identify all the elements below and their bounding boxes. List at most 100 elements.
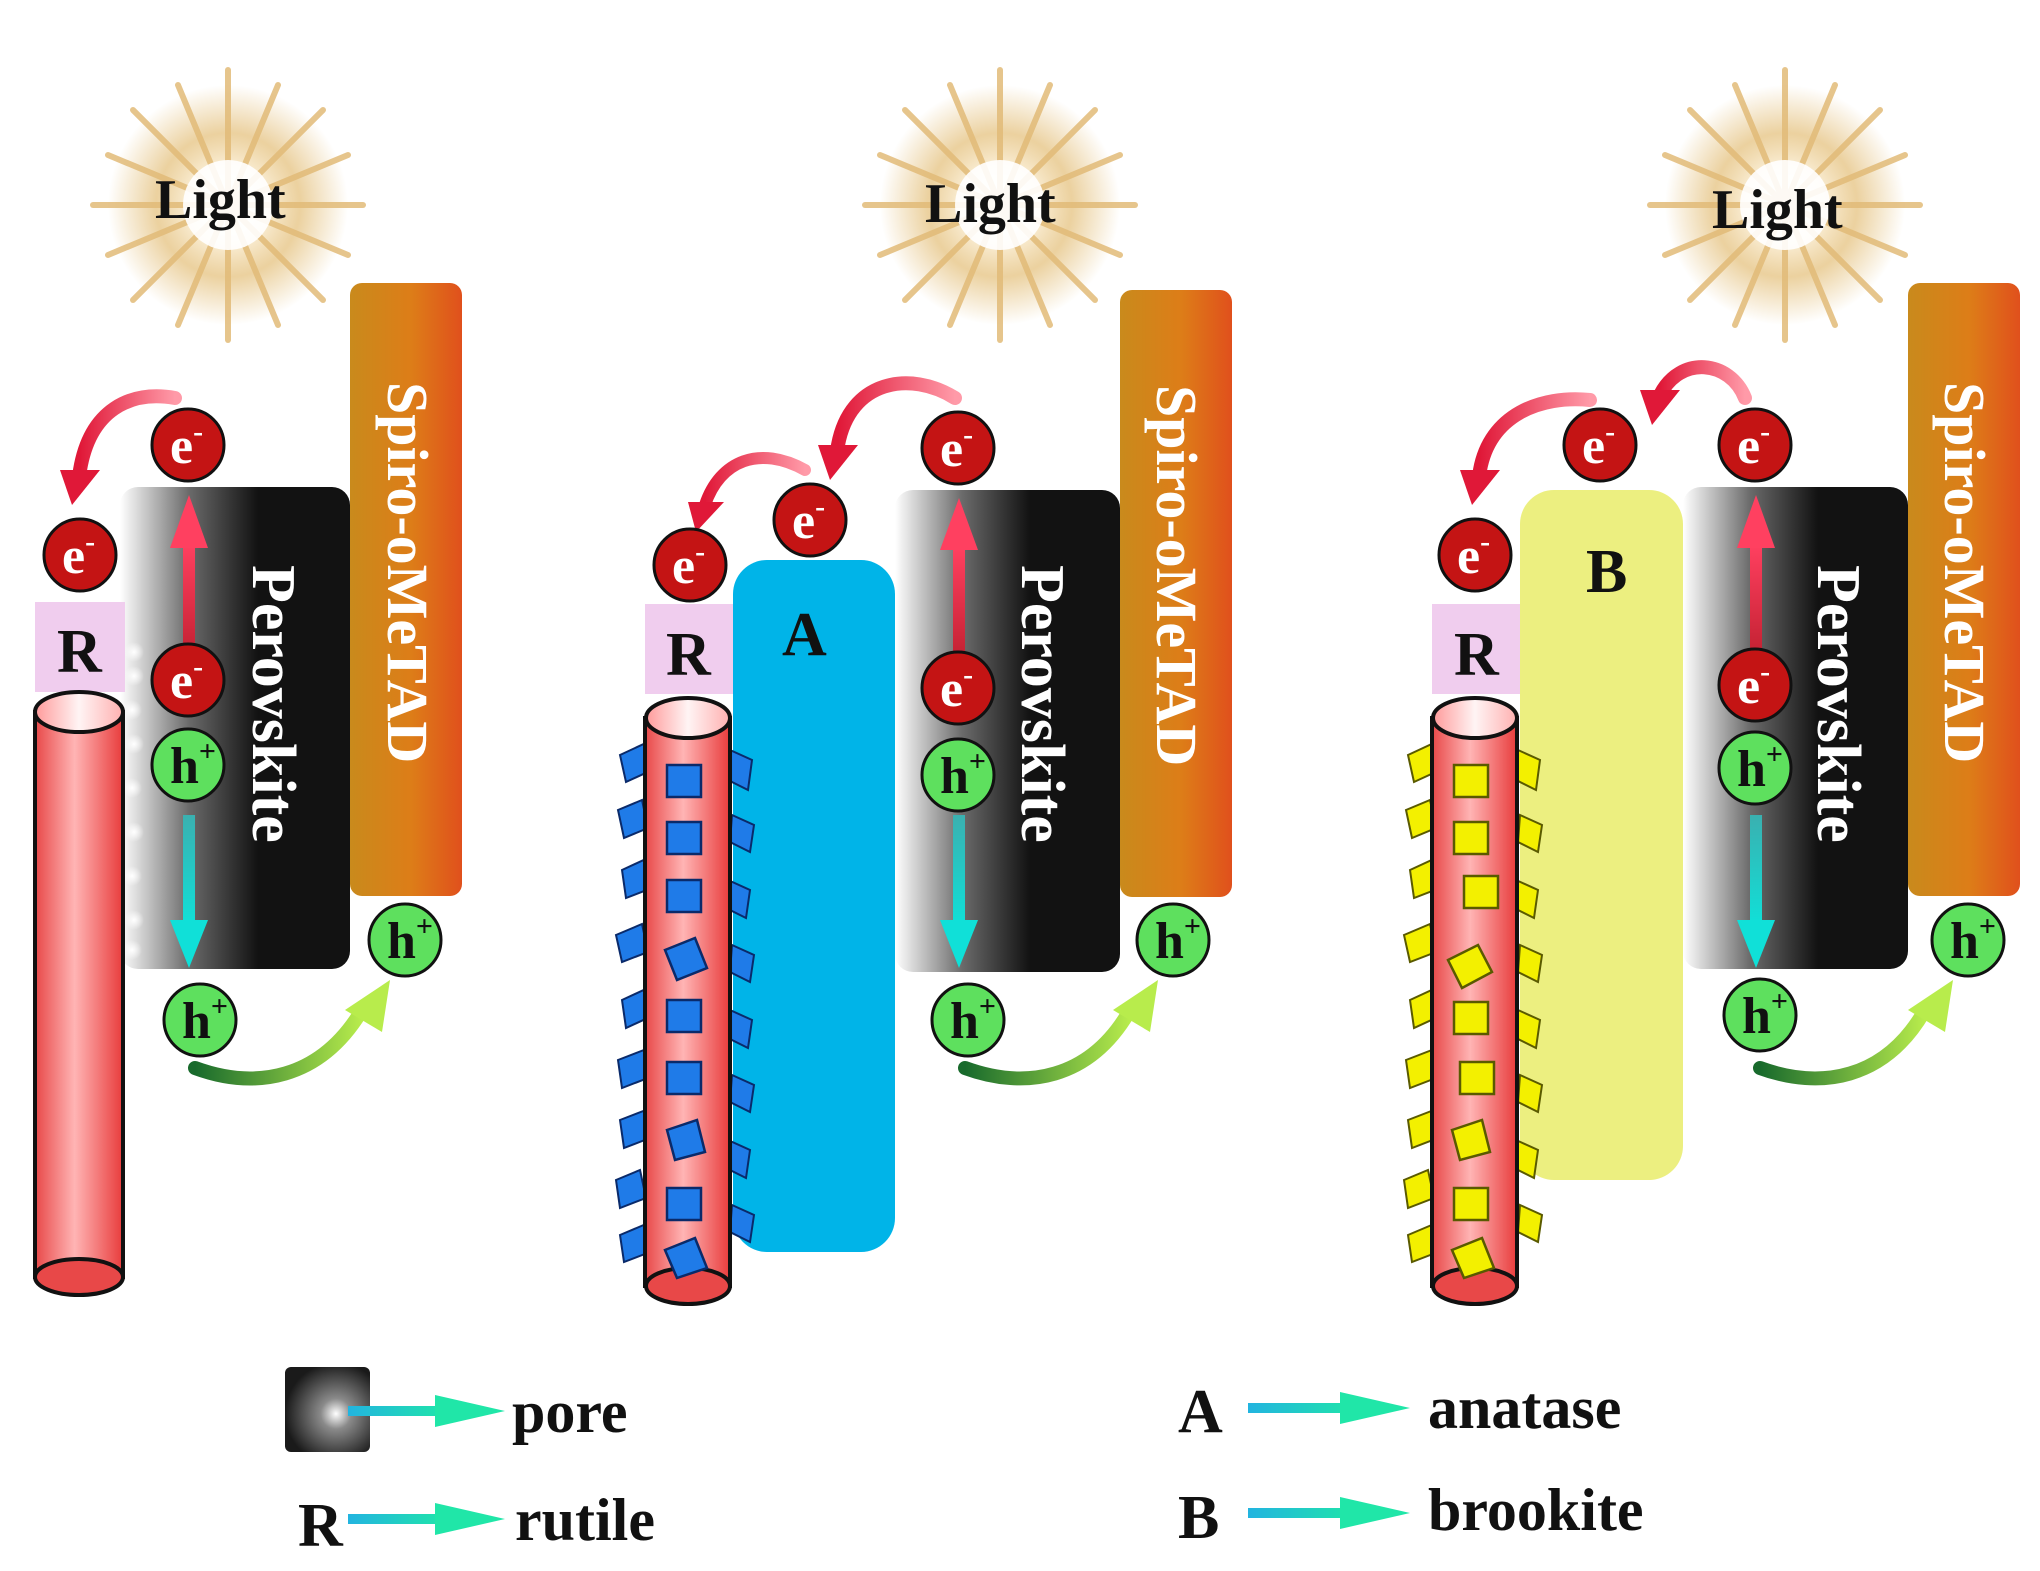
- hole-symbol: h+: [1737, 738, 1783, 798]
- spiro-label: Spiro-oMeTAD: [375, 382, 440, 763]
- electron-transfer-arrow: [1460, 392, 1597, 505]
- brookite-crystals: [1446, 763, 1500, 1280]
- excitation-arrow: [170, 495, 208, 660]
- hole-transfer-arrow: [170, 815, 208, 968]
- brookite-letter: B: [1586, 538, 1627, 606]
- hole-particle: h+: [1722, 977, 1798, 1053]
- spiro-bar: [1120, 290, 1232, 897]
- electron-particle: e-: [150, 642, 226, 718]
- electron-particle: e-: [1562, 407, 1638, 483]
- hole-symbol: h+: [1155, 910, 1201, 970]
- perovskite-label: Perovskite: [239, 565, 307, 843]
- electron-particle: e-: [652, 527, 728, 603]
- charge-carriers: e-e-e-h+ h+ h+ e-e-e-e-h+ h+ h+ e-e-e-e-h+ h+ h+: [42, 407, 2006, 1058]
- legend-arrow: [348, 1395, 505, 1427]
- electron-symbol: e-: [1737, 415, 1770, 475]
- spiro-label: Spiro-oMeTAD: [1144, 385, 1209, 766]
- light-label: Light: [155, 169, 286, 231]
- perovskite-block: [1683, 487, 1908, 969]
- electron-particle: e-: [772, 482, 848, 558]
- legend-rutile: rutile: [515, 1487, 655, 1553]
- hole-extraction-arrow: [188, 980, 390, 1086]
- light-burst: [1647, 67, 1923, 343]
- light-label: Light: [925, 173, 1056, 235]
- brookite-layer: [1520, 490, 1683, 1180]
- spiro-bar: [350, 283, 462, 896]
- legend-brookite: brookite: [1428, 1477, 1644, 1543]
- electron-symbol: e-: [940, 418, 973, 478]
- electron-symbol: e-: [1737, 655, 1770, 715]
- electron-symbol: e-: [672, 535, 705, 595]
- electron-symbol: e-: [940, 658, 973, 718]
- pore-swatch: [285, 1367, 370, 1452]
- electron-particle: e-: [920, 650, 996, 726]
- electron-symbol: e-: [170, 650, 203, 710]
- legend-rutile-key: R: [298, 1492, 344, 1560]
- hole-symbol: h+: [950, 990, 996, 1050]
- light-burst: [862, 67, 1138, 343]
- legend-arrow: [348, 1503, 505, 1535]
- rutile-letter: R: [57, 618, 103, 686]
- hole-particle: h+: [930, 982, 1006, 1058]
- electron-particle: e-: [1717, 407, 1793, 483]
- anatase-letter: A: [782, 601, 827, 669]
- electron-particle: e-: [150, 407, 226, 483]
- light-label: Light: [1712, 179, 1843, 241]
- hole-symbol: h+: [1950, 910, 1996, 970]
- perovskite-block: [895, 490, 1120, 972]
- spiro-label: Spiro-oMeTAD: [1932, 382, 1997, 763]
- hole-particle: h+: [367, 902, 443, 978]
- anatase-crystals: [663, 763, 709, 1280]
- spiro-bar: [1908, 283, 2020, 896]
- legend-arrow: [1248, 1392, 1410, 1424]
- anatase-layer: [733, 560, 895, 1252]
- pore-dots: [122, 642, 144, 960]
- electron-particle: e-: [1717, 647, 1793, 723]
- light-burst: [90, 67, 366, 343]
- hole-particle: h+: [150, 727, 226, 803]
- legend-anatase: anatase: [1428, 1375, 1621, 1441]
- hole-symbol: h+: [170, 735, 216, 795]
- electron-particle: e-: [920, 410, 996, 486]
- electron-transfer-arrow: [818, 376, 962, 480]
- electron-particle: e-: [42, 517, 118, 593]
- rutile-rod: [33, 690, 125, 1297]
- electron-symbol: e-: [1457, 525, 1490, 585]
- rutile-label-box: [35, 602, 125, 692]
- hole-symbol: h+: [387, 910, 433, 970]
- hole-transfer-arrow: [1737, 815, 1775, 968]
- electron-transfer-arrow: [60, 389, 182, 505]
- panel-anatase: Light Spiro-oMeTAD Perovskite A R: [614, 67, 1232, 1306]
- excitation-arrow: [1737, 495, 1775, 660]
- excitation-arrow: [940, 498, 978, 663]
- rutile-letter: R: [1454, 621, 1500, 689]
- panel-brookite: Light Spiro-oMeTAD Perovskite B R: [1402, 67, 2020, 1306]
- rutile-letter: R: [666, 621, 712, 689]
- hole-particle: h+: [920, 737, 996, 813]
- hole-particle: h+: [1930, 902, 2006, 978]
- electron-symbol: e-: [62, 525, 95, 585]
- anatase-crystals-back: [614, 740, 756, 1264]
- hole-symbol: h+: [940, 745, 986, 805]
- legend-arrow: [1248, 1497, 1410, 1529]
- legend-brookite-key: B: [1178, 1484, 1219, 1552]
- perovskite-label: Perovskite: [1008, 565, 1076, 843]
- hole-particle: h+: [162, 982, 238, 1058]
- hole-particle: h+: [1135, 902, 1211, 978]
- legend: pore R rutile A anatase B brookite: [285, 1367, 1644, 1560]
- rutile-label-box: [645, 604, 733, 694]
- rutile-label-box: [1432, 604, 1520, 694]
- perovskite-block: [120, 487, 350, 969]
- hole-transfer-arrow: [940, 815, 978, 968]
- electron-transfer-arrow: [688, 451, 811, 532]
- perovskite-label: Perovskite: [1804, 565, 1872, 843]
- hole-symbol: h+: [1742, 985, 1788, 1045]
- electron-particle: e-: [1437, 517, 1513, 593]
- panel-rutile: Light Spiro-oMeTAD Perovskite R: [33, 67, 462, 1297]
- electron-symbol: e-: [792, 490, 825, 550]
- electron-symbol: e-: [170, 415, 203, 475]
- electron-transfer-arrow: [1640, 360, 1752, 425]
- hole-extraction-arrow: [958, 980, 1158, 1086]
- hole-symbol: h+: [182, 990, 228, 1050]
